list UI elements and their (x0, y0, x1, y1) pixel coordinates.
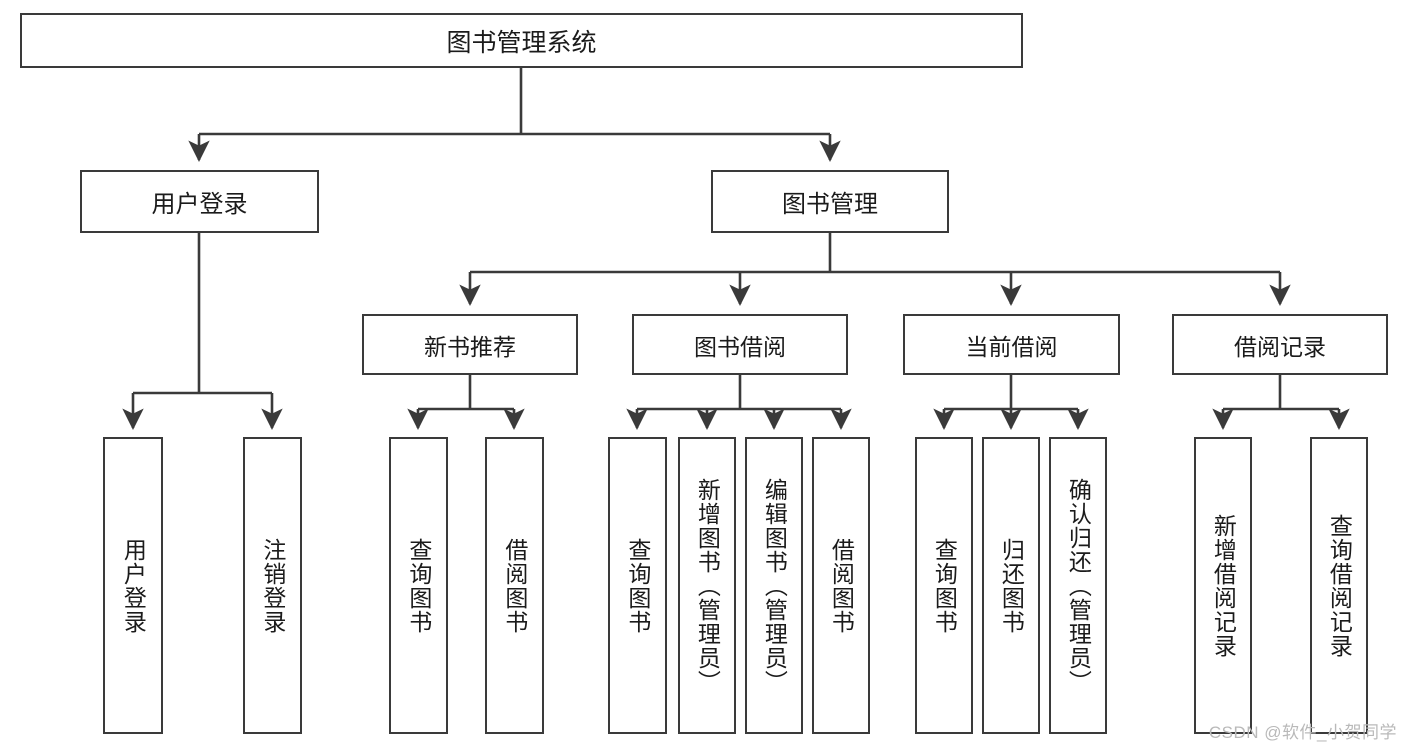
node-leaf-user-login[interactable]: 用户登录 (103, 437, 163, 734)
node-leaf-borrow-book-2-label: 借阅图书 (828, 537, 855, 634)
node-leaf-query-book-1[interactable]: 查询图书 (389, 437, 448, 734)
node-leaf-add-record[interactable]: 新增借阅记录 (1194, 437, 1252, 734)
connector-group-new-book-recommend (407, 375, 525, 430)
connector-group-book-manage (459, 233, 1291, 306)
node-leaf-user-login-label: 用户登录 (120, 537, 147, 634)
node-leaf-borrow-book-1[interactable]: 借阅图书 (485, 437, 544, 734)
node-leaf-query-book-3-label: 查询图书 (931, 537, 958, 634)
node-leaf-query-record-label: 查询借阅记录 (1326, 513, 1353, 658)
connector-group-user-login (122, 233, 283, 430)
node-leaf-confirm-return-label: 确认归还（管理员） (1065, 477, 1092, 694)
node-leaf-add-book-label: 新增图书（管理员） (694, 477, 721, 694)
node-leaf-confirm-return[interactable]: 确认归还（管理员） (1049, 437, 1107, 734)
node-leaf-borrow-book-2[interactable]: 借阅图书 (812, 437, 870, 734)
node-current-borrow[interactable]: 当前借阅 (903, 314, 1120, 375)
node-leaf-query-book-2[interactable]: 查询图书 (608, 437, 667, 734)
node-leaf-return-book-label: 归还图书 (998, 537, 1025, 634)
connector-group-current-borrow (933, 375, 1089, 430)
node-book-manage-label: 图书管理 (782, 191, 878, 218)
node-user-login-label: 用户登录 (151, 191, 248, 218)
node-book-borrow[interactable]: 图书借阅 (632, 314, 848, 375)
node-leaf-query-record[interactable]: 查询借阅记录 (1310, 437, 1368, 734)
node-borrow-record-label: 借阅记录 (1234, 333, 1326, 360)
node-root[interactable]: 图书管理系统 (20, 13, 1023, 68)
node-leaf-query-book-3[interactable]: 查询图书 (915, 437, 973, 734)
node-leaf-borrow-book-1-label: 借阅图书 (501, 537, 528, 634)
node-leaf-logout[interactable]: 注销登录 (243, 437, 302, 734)
node-leaf-return-book[interactable]: 归还图书 (982, 437, 1040, 734)
node-new-book-recommend-label: 新书推荐 (424, 333, 516, 360)
node-root-label: 图书管理系统 (446, 28, 597, 57)
node-new-book-recommend[interactable]: 新书推荐 (362, 314, 578, 375)
node-borrow-record[interactable]: 借阅记录 (1172, 314, 1388, 375)
node-leaf-logout-label: 注销登录 (259, 537, 286, 634)
node-leaf-edit-book-label: 编辑图书（管理员） (761, 477, 788, 694)
node-book-manage[interactable]: 图书管理 (711, 170, 949, 233)
connector-group-book-borrow (626, 375, 852, 430)
connector-group-borrow-record (1212, 375, 1350, 430)
node-leaf-add-book[interactable]: 新增图书（管理员） (678, 437, 736, 734)
node-leaf-query-book-2-label: 查询图书 (624, 537, 651, 634)
node-user-login[interactable]: 用户登录 (80, 170, 319, 233)
node-leaf-query-book-1-label: 查询图书 (405, 537, 432, 634)
node-leaf-add-record-label: 新增借阅记录 (1210, 513, 1237, 658)
node-book-borrow-label: 图书借阅 (694, 333, 786, 360)
node-leaf-edit-book[interactable]: 编辑图书（管理员） (745, 437, 803, 734)
connector-group-root (188, 68, 841, 162)
node-current-borrow-label: 当前借阅 (965, 333, 1058, 360)
